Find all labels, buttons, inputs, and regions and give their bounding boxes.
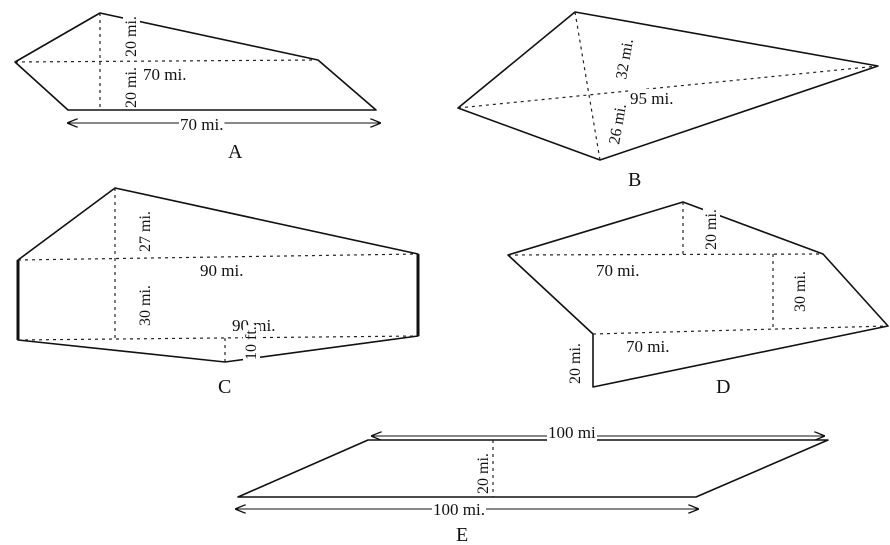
figure-b-letter: B [628, 169, 641, 191]
label-backdrop [625, 337, 671, 356]
figure-d-top-width [507, 253, 824, 256]
label-backdrop [227, 141, 244, 163]
label-backdrop [613, 36, 638, 82]
figure-c-top-width-label: 90 mi. [200, 261, 243, 280]
label-backdrop [627, 169, 643, 191]
label-backdrop [792, 270, 809, 313]
figure-a: 70 mi. 20 mi. 20 mi. 70 mi. A [14, 12, 380, 163]
label-backdrop [142, 65, 188, 84]
figure-e-letter: E [456, 524, 468, 545]
figure-b-altitude [574, 11, 601, 161]
figure-d-letter: D [716, 376, 730, 398]
figure-b-alt-top-label: 32 mi. [613, 37, 637, 80]
label-backdrop [606, 101, 631, 147]
label-backdrop [432, 500, 486, 519]
label-backdrop [123, 15, 140, 58]
figure-a-letter: A [228, 141, 243, 163]
figure-b: 32 mi. 95 mi. 26 mi. B [457, 11, 879, 191]
figure-a-alt-top-label: 20 mi. [123, 16, 140, 57]
figure-b-shape [457, 11, 879, 161]
label-backdrop [547, 423, 597, 442]
figure-c-letter: C [218, 376, 231, 398]
figure-d-bottom-width-label: 70 mi. [626, 337, 669, 356]
figure-b-diagonal [457, 65, 879, 109]
figure-a-diagonal-label: 70 mi. [143, 65, 186, 84]
label-backdrop [629, 89, 675, 108]
figure-d-side-label: 30 mi. [792, 271, 809, 312]
figure-c-bottom-width [17, 335, 419, 341]
label-backdrop [137, 284, 154, 327]
figure-d-top-width-label: 70 mi. [596, 261, 639, 280]
figure-d-bottom-width [592, 325, 889, 335]
label-backdrop [455, 524, 470, 545]
figure-a-base-label: 70 mi. [180, 115, 223, 134]
figure-b-diagonal-label: 95 mi. [630, 89, 673, 108]
label-backdrop [199, 261, 245, 280]
figure-c-side-label: 30 mi. [137, 285, 154, 326]
label-backdrop [137, 210, 154, 253]
label-backdrop [475, 452, 492, 495]
label-backdrop [567, 342, 584, 385]
figure-d-alt-top-label: 20 mi. [703, 209, 720, 250]
label-backdrop [123, 66, 140, 109]
label-backdrop [715, 376, 732, 398]
label-backdrop [595, 261, 641, 280]
label-backdrop [217, 376, 233, 398]
figure-e-base-label: 100 mi. [433, 500, 485, 519]
label-backdrop [179, 115, 225, 134]
figure-c: 27 mi. 90 mi. 30 mi. 90 mi. 10 ft. C [16, 187, 420, 398]
figure-a-alt-bot-label: 20 mi. [123, 67, 140, 108]
figure-e-top-label: 100 mi [548, 423, 596, 442]
figure-b-alt-bot-label: 26 mi. [606, 102, 630, 145]
figure-e-shape [237, 439, 829, 498]
figure-c-top-width [17, 253, 419, 261]
figure-d-left-side-label: 20 mi. [567, 343, 584, 384]
figure-a-shape [14, 12, 377, 111]
figure-d-shape [507, 201, 889, 388]
figure-d: 20 mi. 70 mi. 30 mi. 70 mi. 20 mi. D [507, 201, 889, 398]
figure-e: 100 mi 20 mi. 100 mi. E [236, 423, 829, 545]
figure-c-alt-bot-label: 10 ft. [243, 326, 260, 360]
label-backdrop [243, 325, 260, 361]
figure-e-height-label: 20 mi. [475, 453, 492, 494]
figure-c-alt-top-label: 27 mi. [137, 211, 154, 252]
figure-a-diagonal [14, 59, 319, 63]
label-backdrop [703, 208, 720, 251]
